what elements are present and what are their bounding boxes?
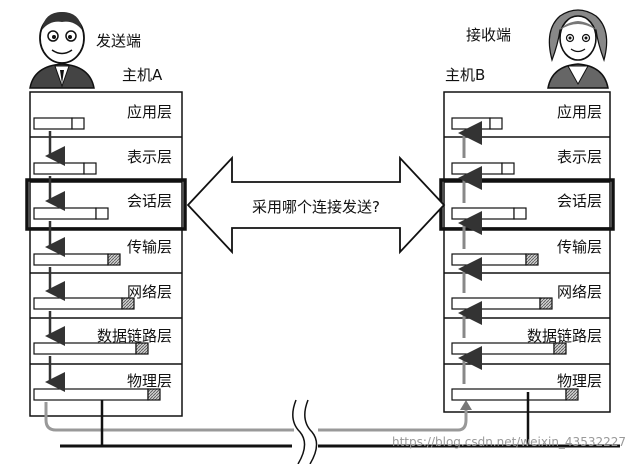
sender-stack: 应用层 表示层 会话层 传输层 网络层 数据链路层 物理层 [25, 91, 187, 417]
receiver-layer-session: 会话层 [557, 192, 602, 210]
receiver-layer-presentation: 表示层 [557, 148, 602, 166]
receiver-layer-physical: 物理层 [557, 372, 602, 390]
sender-layer-datalink: 数据链路层 [97, 327, 172, 345]
connection-question-arrow: 采用哪个连接发送? [186, 155, 446, 255]
receiver-host-label: 主机B [445, 66, 485, 84]
sender-layer-physical: 物理层 [127, 372, 172, 390]
sender-layer-network: 网络层 [127, 283, 172, 301]
sender-layer-session: 会话层 [127, 192, 172, 210]
network-cable [44, 392, 620, 465]
watermark-text: https://blog.csdn.net/weixin_43532227 [392, 435, 626, 449]
receiver-layer-transport: 传输层 [557, 238, 602, 256]
sender-host-label: 主机A [122, 66, 163, 84]
sender-role-label: 发送端 [96, 32, 141, 50]
sender-layer-transport: 传输层 [127, 238, 172, 256]
receiver-layer-network: 网络层 [557, 283, 602, 301]
receiver-stack: 应用层 表示层 会话层 传输层 网络层 数据链路层 物理层 [439, 91, 615, 413]
receiver-role-label: 接收端 [466, 26, 511, 44]
sender-layer-presentation: 表示层 [127, 148, 172, 166]
receiver-layer-datalink: 数据链路层 [527, 327, 602, 345]
sender-layer-application: 应用层 [127, 103, 172, 121]
sender-person-icon [29, 12, 95, 89]
receiver-person-icon [547, 9, 609, 89]
receiver-layer-application: 应用层 [557, 103, 602, 121]
sender-packets [33, 117, 161, 401]
connection-question-text: 采用哪个连接发送? [252, 198, 380, 216]
